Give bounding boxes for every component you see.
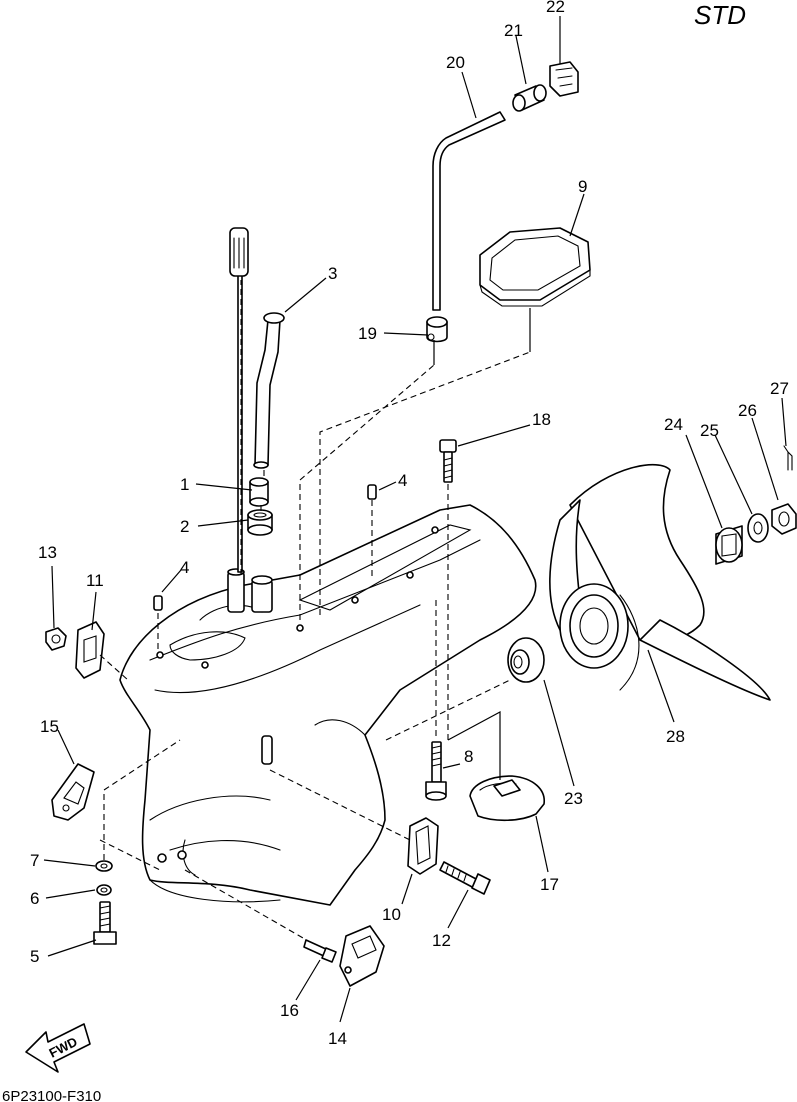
thrust-bushing — [507, 637, 545, 683]
bolt-lower — [425, 741, 447, 801]
leader-lines — [43, 16, 787, 1023]
callout-10: 10 — [382, 905, 401, 924]
callout-27: 27 — [770, 379, 789, 398]
tube-collar — [512, 84, 547, 112]
callout-8: 8 — [464, 747, 473, 766]
callout-11: 11 — [86, 571, 104, 590]
seal — [247, 509, 273, 536]
callout-numbers: 1 2 3 4 4 5 6 7 8 9 10 11 12 13 14 15 16… — [30, 0, 789, 1048]
callout-17: 17 — [540, 875, 559, 894]
callout-26: 26 — [738, 401, 757, 420]
callout-19: 19 — [358, 324, 377, 343]
callout-23: 23 — [564, 789, 583, 808]
anode-bolt — [439, 861, 491, 895]
plate — [75, 621, 105, 679]
callout-4b: 4 — [398, 471, 407, 490]
callout-25: 25 — [700, 421, 719, 440]
callout-6: 6 — [30, 889, 39, 908]
shift-rod — [229, 227, 249, 573]
callout-7: 7 — [30, 851, 39, 870]
cotter-pin — [783, 445, 793, 471]
trim-anode — [407, 817, 439, 875]
callout-24: 24 — [664, 415, 683, 434]
callout-28: 28 — [666, 727, 685, 746]
lower-casing — [119, 504, 537, 906]
callout-3: 3 — [328, 264, 337, 283]
grommet — [249, 477, 269, 507]
callout-1: 1 — [180, 475, 189, 494]
callout-4a: 4 — [180, 558, 189, 577]
callout-13: 13 — [38, 543, 57, 562]
bolt-top — [439, 439, 457, 483]
callout-2: 2 — [180, 517, 189, 536]
lower-cover — [339, 925, 385, 987]
callout-20: 20 — [446, 53, 465, 72]
callout-18: 18 — [532, 410, 551, 429]
cover-bolt — [303, 939, 337, 963]
spacer — [715, 525, 743, 565]
tube-grommet — [426, 316, 448, 343]
gasket — [479, 227, 591, 307]
callout-16: 16 — [280, 1001, 299, 1020]
fwd-arrow: FWD — [25, 1023, 91, 1073]
propeller — [549, 463, 771, 701]
callout-14: 14 — [328, 1029, 347, 1048]
nut — [45, 627, 67, 651]
drain-bolt — [93, 901, 117, 945]
callout-5: 5 — [30, 947, 39, 966]
tube-clip — [549, 61, 579, 97]
variant-label: STD — [694, 0, 746, 30]
diagram-code: 6P23100-F310 — [2, 1088, 101, 1102]
callout-9: 9 — [578, 177, 587, 196]
callout-21: 21 — [504, 21, 523, 40]
callout-12: 12 — [432, 931, 451, 950]
water-tube — [253, 312, 285, 469]
side-cover — [51, 763, 95, 821]
prop-washer — [747, 513, 769, 543]
dowel-pin-left — [153, 595, 163, 611]
prop-nut — [771, 503, 797, 535]
callout-15: 15 — [40, 717, 59, 736]
spring-washer — [96, 884, 112, 896]
cooling-tube — [432, 111, 506, 311]
callout-22: 22 — [546, 0, 565, 16]
dowel-pin-right — [367, 484, 377, 500]
washer — [95, 860, 113, 872]
anode — [469, 775, 545, 822]
assembly-lines — [99, 280, 531, 943]
